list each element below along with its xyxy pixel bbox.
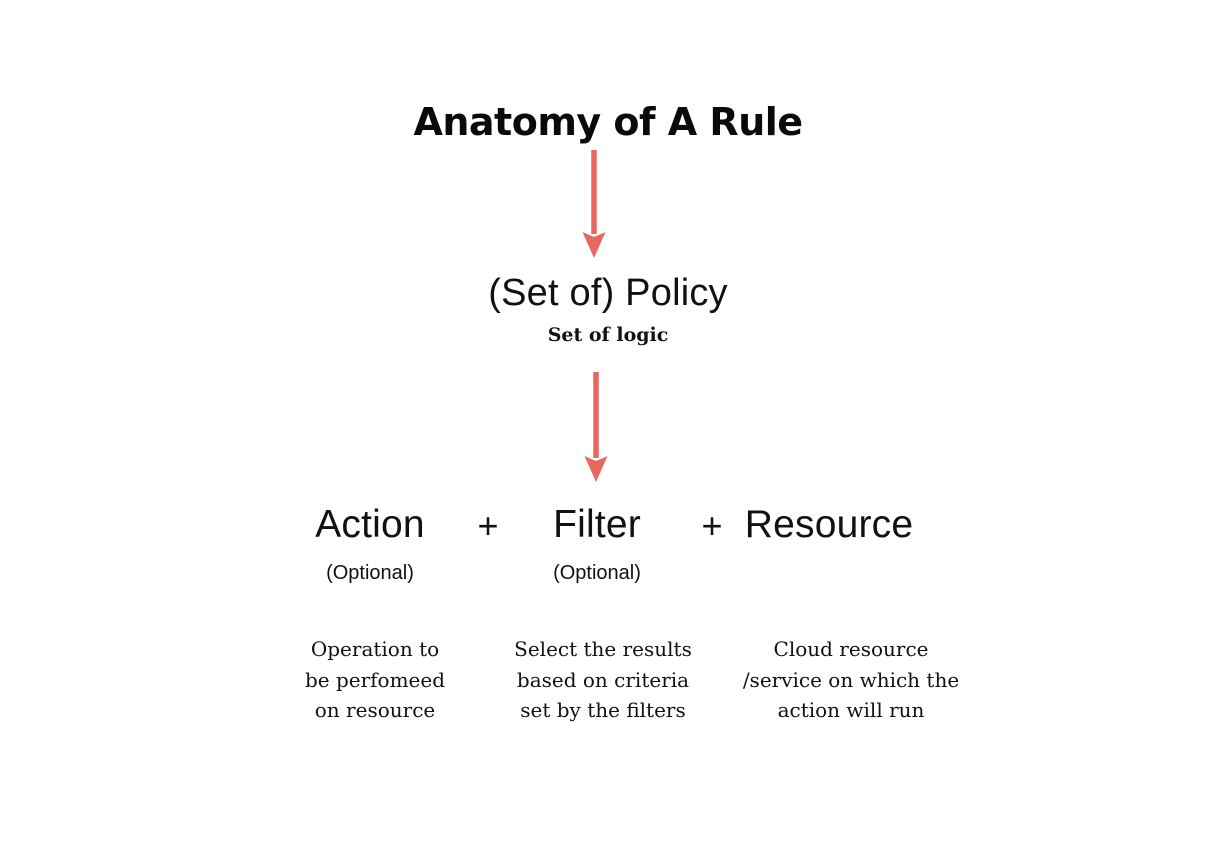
component-description-resource: Cloud resource /service on which the act… — [716, 634, 986, 726]
description-line: on resource — [314, 698, 436, 722]
policy-label: (Set of) Policy — [488, 272, 728, 314]
components-formula-row: Action + Filter + Resource — [0, 503, 1216, 559]
component-label-resource: Resource — [744, 503, 914, 546]
plus-operator-2: + — [701, 505, 723, 546]
description-line: action will run — [777, 698, 925, 722]
description-line: be perfomeed — [304, 667, 446, 692]
arrow-policy-to-components — [584, 372, 608, 482]
plus-operator-1: + — [477, 505, 499, 546]
component-label-filter: Filter — [553, 503, 641, 546]
description-line: based on criteria — [516, 667, 690, 692]
component-description-action: Operation to be perfomeed on resource — [255, 634, 495, 726]
description-line: /service on which the — [742, 667, 960, 692]
description-line: Operation to — [310, 637, 440, 661]
component-description-filter: Select the results based on criteria set… — [483, 634, 723, 726]
description-line: Select the results — [514, 637, 692, 661]
optional-marker-filter: (Optional) — [553, 562, 641, 584]
page-title: Anatomy of A Rule — [413, 100, 803, 144]
description-line: set by the filters — [520, 698, 686, 722]
description-line: Cloud resource — [773, 637, 929, 661]
component-label-action: Action — [315, 503, 425, 546]
policy-subtitle: Set of logic — [547, 324, 669, 346]
optional-marker-action: (Optional) — [326, 562, 414, 584]
arrow-title-to-policy — [582, 150, 606, 258]
